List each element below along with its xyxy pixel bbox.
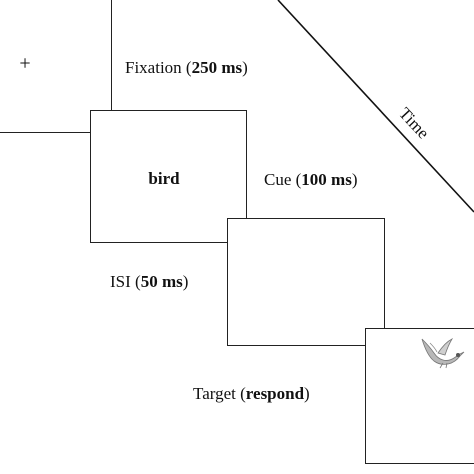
fixation-label: Fixation (250 ms) [125,58,248,78]
isi-label-suffix: ) [182,272,189,291]
target-label: Target (respond) [193,384,310,404]
isi-duration: 50 ms [140,272,183,291]
isi-label: ISI (50 ms) [110,272,188,292]
fixation-cross: + [19,52,31,75]
target-label-suffix: ) [304,384,310,403]
cue-duration: 100 ms [301,170,352,189]
isi-label-prefix: ISI ( [110,272,141,291]
isi-frame [227,218,385,346]
fixation-label-prefix: Fixation ( [125,58,192,77]
cue-word: bird [148,169,180,188]
timeline-label: Time [395,104,433,143]
target-response: respond [245,384,305,403]
cue-label: Cue (100 ms) [264,170,358,190]
target-frame [365,328,474,464]
cue-frame: bird [90,110,247,243]
target-label-prefix: Target ( [193,384,246,403]
cue-label-prefix: Cue ( [264,170,302,189]
fixation-duration: 250 ms [191,58,243,77]
fixation-label-suffix: ) [242,58,248,77]
bird-image [421,338,465,369]
cue-label-suffix: ) [351,170,358,189]
